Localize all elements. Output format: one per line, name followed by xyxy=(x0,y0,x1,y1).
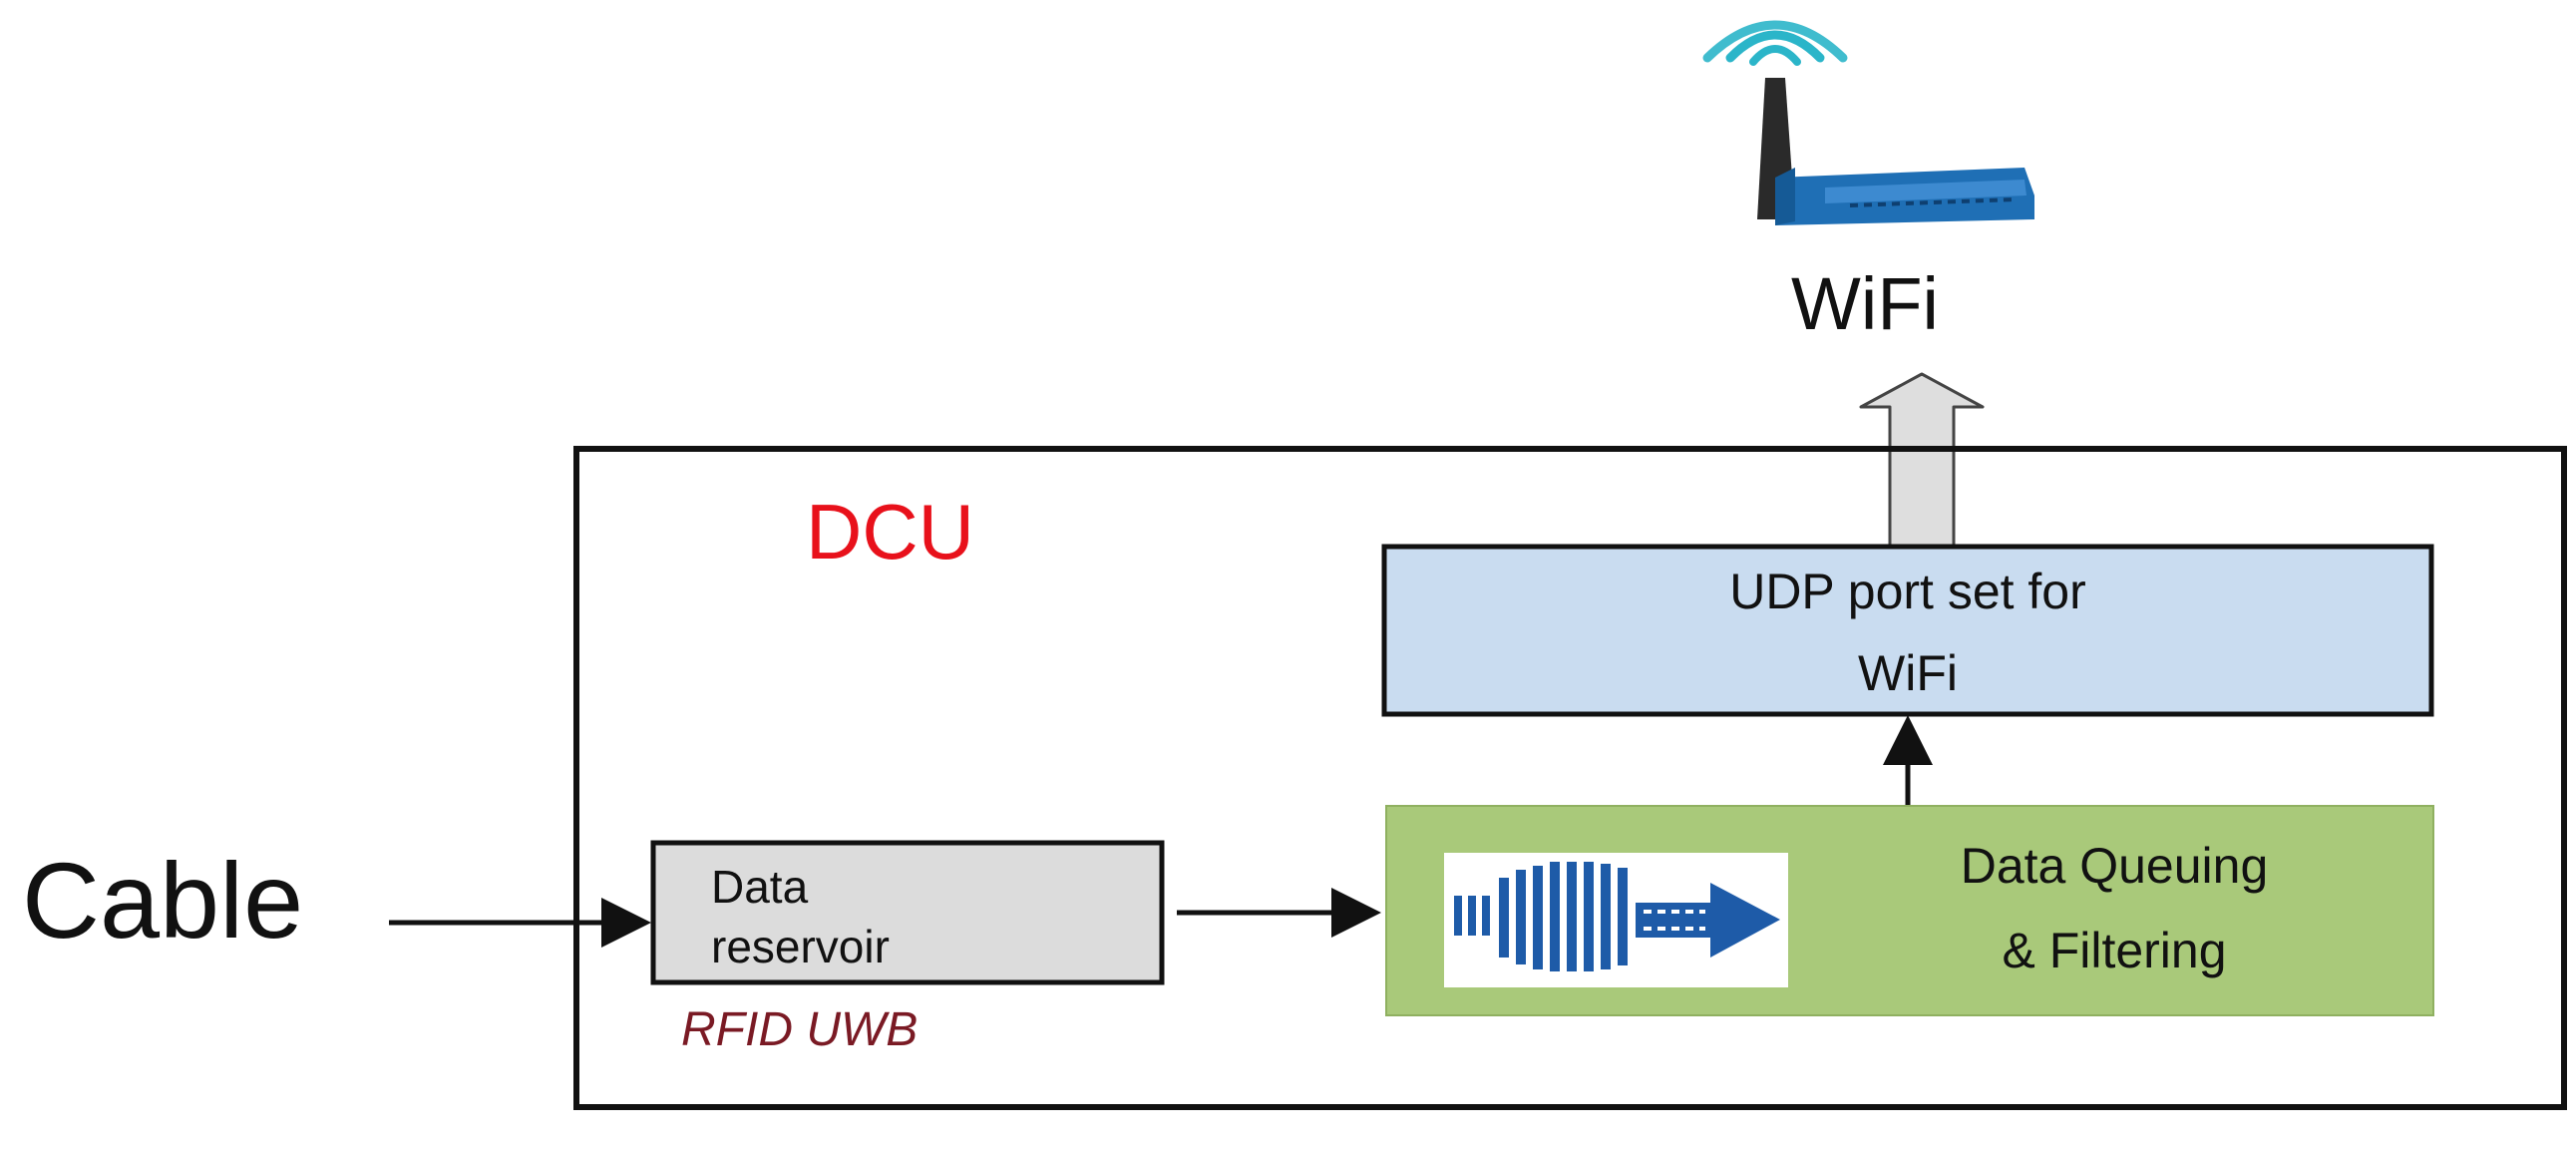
uplink-arrow xyxy=(1859,372,1985,549)
queue-filter-label-line2: & Filtering xyxy=(2002,923,2226,978)
data-reservoir-box xyxy=(650,840,1165,985)
udp-port-label-line2: WiFi xyxy=(1858,645,1958,701)
rfid-uwb-label: RFID UWB xyxy=(681,1003,918,1056)
dcu-label: DCU xyxy=(806,488,974,575)
data-reservoir-label-line2: reservoir xyxy=(711,921,890,972)
cable-label: Cable xyxy=(22,840,303,960)
wifi-router-icon xyxy=(1702,20,2034,225)
udp-port-box xyxy=(1381,544,2434,717)
dcu-frame xyxy=(573,446,2567,1110)
data-queue-icon xyxy=(1444,853,1788,987)
data-reservoir-label-line1: Data xyxy=(711,861,809,913)
queue-filter-label-line1: Data Queuing xyxy=(1961,838,2269,894)
wifi-title: WiFi xyxy=(1791,262,1939,345)
udp-port-label-line1: UDP port set for xyxy=(1729,564,2086,619)
